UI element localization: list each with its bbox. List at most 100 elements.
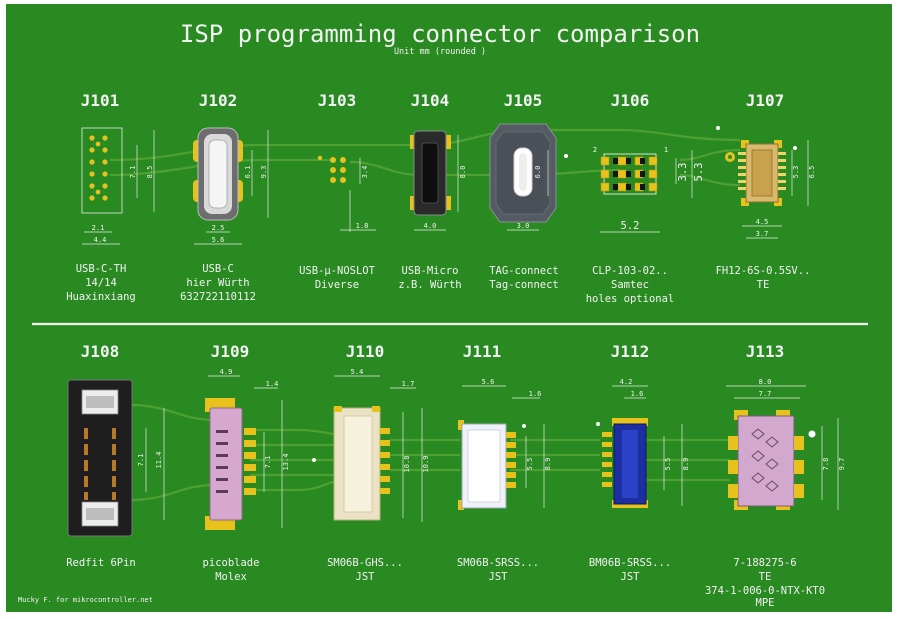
ref-label: J106: [611, 91, 650, 110]
dimension-label: 5.5: [526, 458, 534, 471]
part-label: picoblade: [203, 557, 260, 569]
part-label: z.B. Würth: [398, 279, 461, 291]
dimension-lines: [208, 375, 283, 528]
page-title: ISP programming connector comparison: [180, 20, 700, 48]
part-label: JST: [356, 571, 376, 583]
dimension-label: 8.9: [544, 458, 552, 471]
part-label: BM06B-SRSS...: [589, 557, 671, 569]
connector-j102: J102 2.5 5.6 6.1 9.3 USB-C hier Würth 63…: [180, 91, 269, 303]
footprint: [193, 127, 243, 221]
dimension-lines: [340, 158, 376, 232]
dimension-label: 6.5: [808, 166, 816, 179]
dimension-lines: [726, 385, 839, 510]
part-label: Molex: [215, 571, 247, 583]
dimension-label: 5.6: [482, 378, 495, 386]
footprint: [410, 130, 451, 216]
dimension-label: 5.3: [792, 166, 800, 179]
ref-label: J108: [81, 342, 120, 361]
part-label: Samtec: [611, 279, 649, 291]
part-label: Tag-connect: [489, 279, 559, 291]
dimension-label: 4.9: [220, 368, 233, 376]
dimension-lines: [612, 385, 683, 506]
dimension-label: 4.5: [756, 218, 769, 226]
part-label: 632722110112: [180, 291, 256, 303]
connector-j109: J109 4.9 1.4 7.1 13.4 picoblade Molex: [203, 342, 290, 583]
connector-j111: J111 5.6 1.6 5.5 8.9 SM06B-SRSS... JST: [457, 342, 552, 583]
ref-label: J102: [199, 91, 238, 110]
dimension-lines: [462, 385, 545, 508]
dimension-lines: [507, 150, 549, 231]
dimension-label: 3.4: [361, 166, 369, 179]
dimension-label: 5.5: [664, 458, 672, 471]
footprint: [596, 418, 648, 508]
footprint: [317, 155, 346, 183]
page-subtitle: Unit mm (rounded ): [394, 47, 486, 57]
part-label: holes optional: [586, 293, 675, 305]
author-credit: Mucky F. for mikrocontroller.net: [18, 596, 153, 604]
dimension-label: 8.0: [459, 166, 467, 179]
part-label: JST: [489, 571, 509, 583]
connector-j110: J110 5.4 1.7 10.8 10.9 SM06B-GHS... JST: [312, 342, 430, 583]
dimension-label: 4.0: [424, 222, 437, 230]
part-label: SM06B-SRSS...: [457, 557, 539, 569]
dimension-label: 3.7: [756, 230, 769, 238]
dimension-label: 6.0: [534, 166, 542, 179]
part-label: USB-Micro: [402, 265, 459, 277]
dimension-lines: [194, 130, 269, 245]
part-label: TE: [757, 279, 770, 291]
footprint: [81, 127, 123, 214]
dimension-lines: [145, 408, 165, 520]
ref-label: J110: [346, 342, 385, 361]
dimension-lines: [334, 375, 423, 522]
part-label: Diverse: [315, 279, 359, 291]
footprint: [67, 379, 133, 537]
footprint: [600, 153, 658, 195]
dimension-label: 7.1: [129, 166, 137, 179]
part-label: SM06B-GHS...: [327, 557, 403, 569]
ref-label: J105: [504, 91, 543, 110]
dimension-label: 9.3: [260, 166, 268, 179]
dimension-label: 5.6: [212, 236, 225, 244]
dimension-label: 1.6: [631, 390, 644, 398]
ref-label: J107: [746, 91, 785, 110]
ref-label: J113: [746, 342, 785, 361]
part-label: USB-C-TH: [76, 263, 127, 275]
footprint: [716, 126, 797, 206]
dimension-label: 8.0: [759, 378, 772, 386]
dimension-label: 2.1: [92, 224, 105, 232]
dimension-label: 1.7: [402, 380, 415, 388]
dimension-label: 10.9: [422, 456, 430, 473]
part-label: 7-188275-6: [733, 557, 796, 569]
part-label: TAG-connect: [489, 265, 559, 277]
board-outline: [6, 4, 892, 612]
dimension-lines: [742, 140, 809, 239]
connector-j107: J107 4.5 3.7 5.3 6.5 FH12-6S-0.5S: [716, 91, 816, 291]
dimension-label: 5.4: [351, 368, 364, 376]
dimension-lines: [82, 130, 155, 245]
connector-j113: J113 8.0 7.7 7.8 9.7 7-188275-6: [705, 342, 846, 609]
connector-j105: J105 3.0 6.0 TAG-connect Tag-connect: [489, 91, 568, 291]
dimension-label: 1.4: [266, 380, 279, 388]
dimension-label: 4.2: [620, 378, 633, 386]
part-label: Huaxinxiang: [66, 291, 136, 303]
dimension-label: 2.5: [212, 224, 225, 232]
dimension-label: 9.7: [838, 458, 846, 471]
footprint: [312, 406, 390, 521]
dimension-label: 5.2: [621, 220, 640, 232]
connector-j108: J108 7.1 11.4 Redfit 6Pin: [66, 342, 165, 569]
dimension-label: 7.8: [822, 458, 830, 471]
part-label: 374-1-006-0-NTX-KT0: [705, 585, 825, 597]
connector-j101: J101 2.1 4.4 7.1 8.5 USB-C-TH 14/14 Huax: [66, 91, 155, 303]
ref-label: J112: [611, 342, 650, 361]
part-label: TE: [759, 571, 772, 583]
ref-label: J103: [318, 91, 357, 110]
dimension-label: 1.8: [356, 222, 369, 230]
part-label: FH12-6S-0.5SV..: [716, 265, 811, 277]
ref-label: J101: [81, 91, 120, 110]
dimension-label: 13.4: [282, 454, 290, 471]
pin-number: 1: [664, 146, 668, 154]
footprint: [458, 420, 526, 510]
dimension-label: 3.0: [517, 222, 530, 230]
dimension-label: 3.3: [677, 163, 689, 182]
